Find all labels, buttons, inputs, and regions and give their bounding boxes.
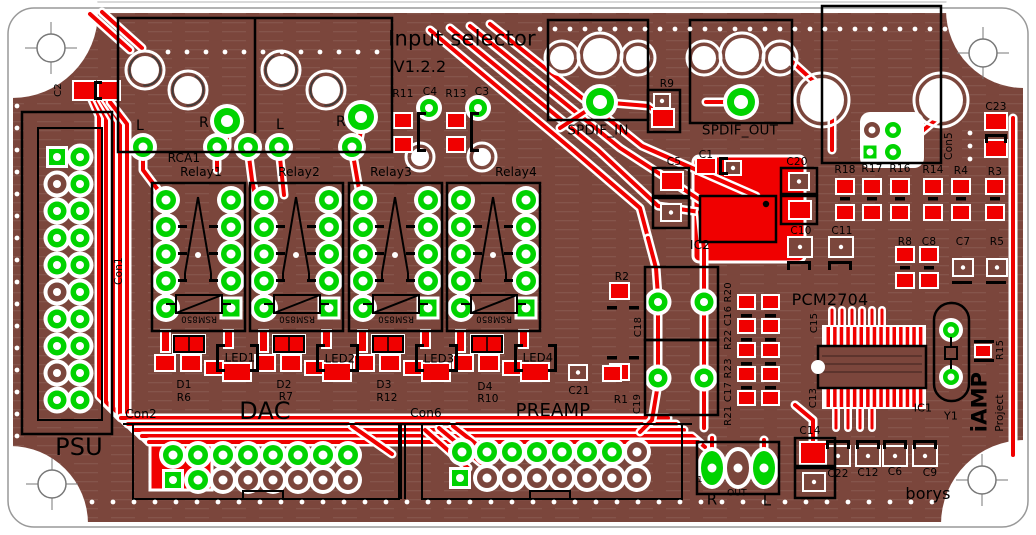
via-dots	[14, 26, 973, 505]
silkscreen-graphics	[20, 4, 1007, 500]
pads	[43, 80, 1008, 494]
mounting-holes	[25, 22, 1009, 510]
